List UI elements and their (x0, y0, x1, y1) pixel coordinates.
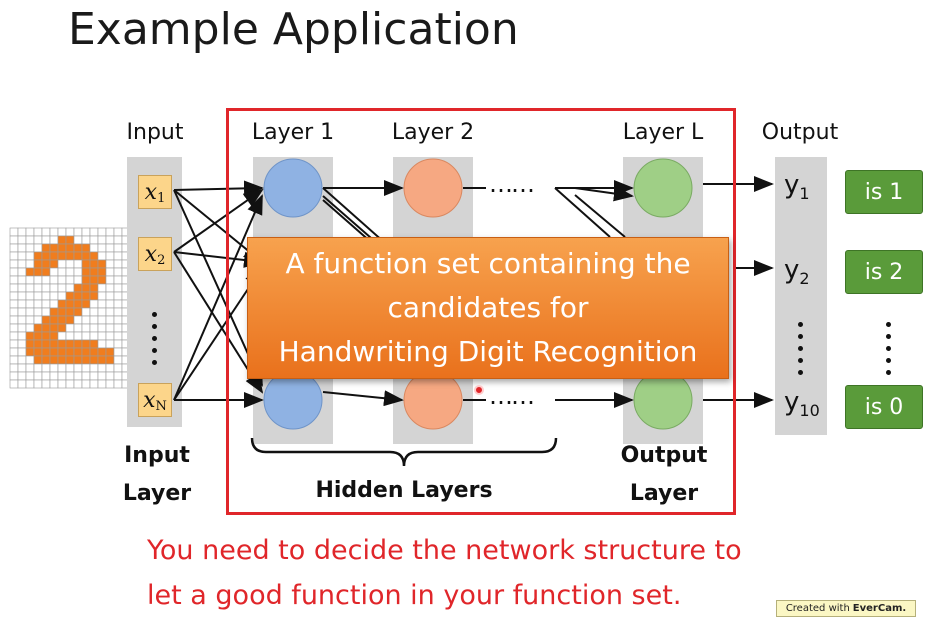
output-ellipsis (798, 322, 803, 375)
output-y10-sub: 10 (799, 401, 820, 421)
input-ellipsis (152, 312, 157, 365)
note-line1: You need to decide the network structure… (147, 535, 742, 566)
header-layer2: Layer 2 (391, 120, 475, 145)
input-layer-label-line1: Input (124, 443, 190, 468)
layerL-neuron (633, 158, 693, 218)
result-is-1: is 1 (845, 170, 923, 214)
output-y1-sub: 1 (799, 184, 810, 204)
digit-pixel-grid (9, 227, 131, 389)
input-xN-label: x (143, 387, 156, 413)
result-ellipsis (886, 322, 891, 375)
output-y10-label: y (784, 387, 800, 417)
output-y10: y10 (784, 387, 820, 420)
output-y2: y2 (784, 255, 810, 288)
callout-line2: candidates for (387, 291, 589, 324)
edge-line (173, 188, 264, 253)
input-x1-label: x (144, 179, 158, 205)
input-layer-label-line2: Layer (122, 481, 192, 506)
watermark-brand: EverCam. (852, 603, 907, 614)
output-y2-sub: 2 (799, 269, 810, 289)
layer2-neuron (403, 158, 463, 218)
header-output: Output (761, 120, 839, 145)
hidden-layers-label: Hidden Layers (315, 478, 493, 503)
watermark-prefix: Created with (785, 603, 850, 614)
header-layerL: Layer L (622, 120, 704, 145)
input-x2-label: x (144, 241, 158, 267)
output-y1: y1 (784, 170, 810, 203)
edge-line (554, 187, 611, 238)
output-layer-label: Output Layer (608, 437, 720, 513)
input-layer-label: Input Layer (108, 437, 206, 513)
input-x2-sub: 2 (157, 252, 166, 268)
result-is-0: is 0 (845, 385, 923, 429)
header-layer1: Layer 1 (251, 120, 335, 145)
output-column (775, 157, 827, 435)
callout-line1: A function set containing the (285, 247, 691, 280)
output-layer-label-line2: Layer (629, 481, 699, 506)
header-input: Input (126, 120, 184, 145)
output-y2-label: y (784, 255, 800, 285)
callout-line3: Handwriting Digit Recognition (278, 335, 698, 368)
input-xN-sub: N (155, 398, 167, 414)
pointer-dot (474, 385, 484, 395)
input-x1-sub: 1 (157, 190, 166, 206)
edge-line (173, 194, 263, 401)
edge-line (322, 390, 404, 407)
function-set-callout: A function set containing the candidates… (247, 237, 729, 379)
note-line2: let a good function in your function set… (147, 580, 682, 611)
edge-line (574, 194, 626, 238)
output-y1-label: y (784, 170, 800, 200)
hidden-layer-ellipsis-bottom: …… (489, 382, 535, 410)
layer1-neuron (263, 158, 323, 218)
result-is-2: is 2 (845, 250, 923, 294)
slide-title: Example Application (68, 4, 519, 55)
hidden-layers-brace (250, 437, 558, 467)
edge-line (574, 185, 634, 202)
hidden-layer-ellipsis-top: …… (489, 170, 535, 198)
digit-image (9, 227, 131, 389)
hidden-layers-highlight-box (226, 108, 736, 515)
output-layer-label-line1: Output (620, 443, 708, 468)
edge-line (173, 180, 264, 197)
